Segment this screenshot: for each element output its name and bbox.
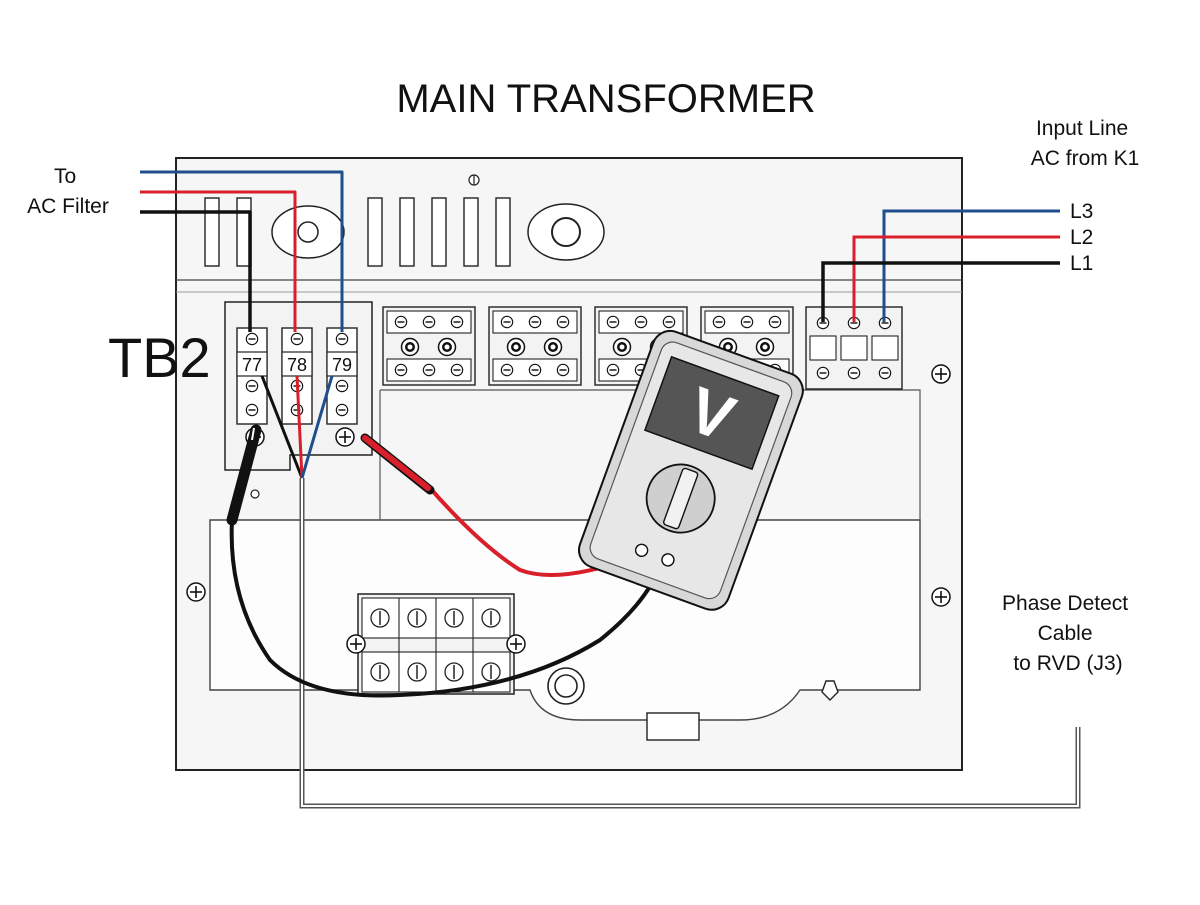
black-probe [226, 424, 262, 526]
meter-jack-com [634, 543, 649, 557]
l3-label: L3 [1070, 200, 1093, 223]
wire-black-to-ac-filter [140, 210, 252, 332]
l1-label: L1 [1070, 252, 1093, 275]
terminal-79-label: 79 [332, 355, 352, 375]
meter-jack-v [661, 553, 675, 567]
wire-l3-blue [882, 209, 1060, 322]
wire-78-to-cable [295, 375, 304, 479]
terminal-77-label: 77 [242, 355, 262, 375]
meter-display [643, 355, 780, 471]
red-probe [360, 433, 435, 495]
tap-block-1 [382, 306, 476, 386]
multimeter: V [578, 329, 804, 611]
wire-blue-to-ac-filter [140, 170, 344, 332]
wire-77-to-cable [260, 375, 304, 479]
tb2-label: TB2 [108, 326, 211, 389]
wire-l1-black [821, 261, 1060, 322]
black-test-lead [229, 518, 664, 698]
bottom-terminal-strip [346, 593, 526, 695]
input-line-label: Input Line AC from K1 [1031, 117, 1140, 170]
wire-79-to-cable [300, 375, 334, 479]
l2-label: L2 [1070, 226, 1093, 249]
wire-red-to-ac-filter [140, 190, 297, 332]
wire-l2-red [852, 235, 1060, 322]
tap-block-2 [488, 306, 582, 386]
diagram-title: MAIN TRANSFORMER [396, 77, 815, 121]
phase-detect-label: Phase Detect Cable to RVD (J3) [1002, 592, 1134, 675]
terminal-78-label: 78 [287, 355, 307, 375]
to-ac-filter-label: To AC Filter [27, 165, 109, 218]
